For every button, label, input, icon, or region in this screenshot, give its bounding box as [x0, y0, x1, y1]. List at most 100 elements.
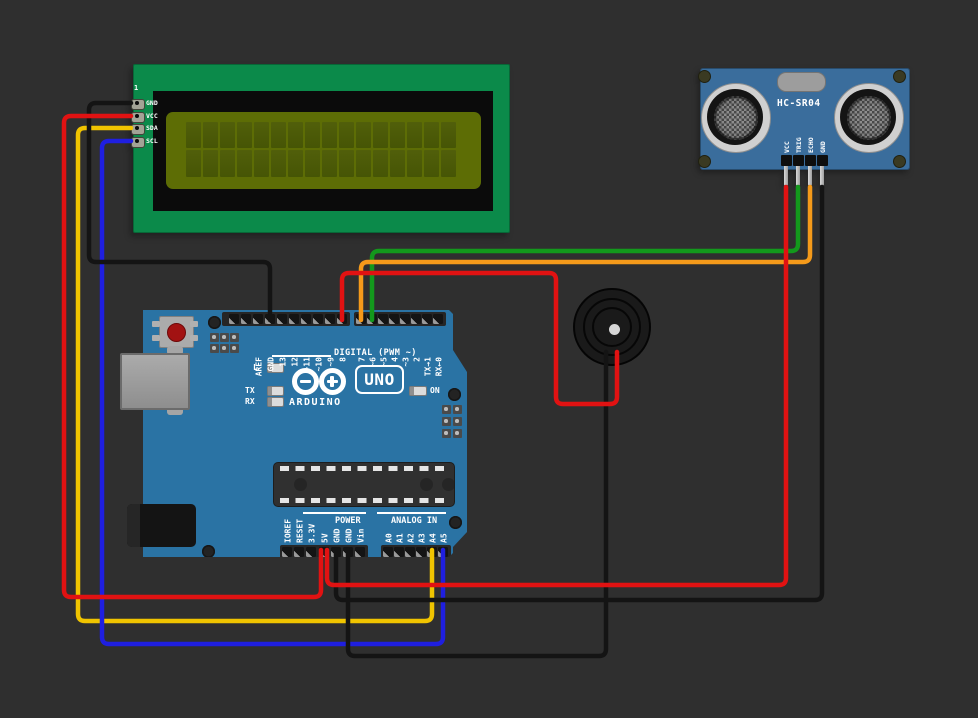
lcd-cell [322, 122, 337, 148]
analog-pin-a3[interactable] [416, 547, 426, 557]
lcd-pin-scl[interactable] [131, 136, 145, 148]
icsp-pin[interactable] [452, 416, 462, 426]
lcd-cell [237, 150, 252, 177]
digital-section-label: DIGITAL (PWM ~) [334, 348, 417, 358]
digital-pin-~6[interactable] [367, 314, 377, 324]
brand-label: ARDUINO [289, 397, 342, 408]
icsp-pin[interactable] [219, 332, 229, 342]
digital-pin-2[interactable] [411, 314, 421, 324]
lcd-pin1-marker: 1 [134, 84, 139, 92]
analog-section-label: ANALOG IN [391, 516, 438, 526]
lcd-cell [441, 150, 456, 177]
digital-pin-12[interactable] [289, 314, 299, 324]
mounting-hole [698, 155, 711, 168]
led-rx-label: RX [245, 397, 255, 406]
digital-pin-~3[interactable] [400, 314, 410, 324]
hcsr04-pin-vcc[interactable] [780, 155, 792, 166]
led-l-label: L [253, 363, 258, 372]
icsp-pin[interactable] [229, 343, 239, 353]
digital-pin-8[interactable] [337, 314, 347, 324]
lcd-cell [254, 122, 269, 148]
power-pin-3.3v-2[interactable] [306, 547, 316, 557]
lcd-cell [339, 150, 354, 177]
power-pin-reset-1[interactable] [294, 547, 304, 557]
atmega-chip[interactable] [273, 462, 455, 507]
analog-pin-a5[interactable] [438, 547, 448, 557]
mounting-hole [893, 155, 906, 168]
icsp-pin[interactable] [452, 428, 462, 438]
power-pin-gnd-5[interactable] [343, 547, 353, 557]
hcsr04-sensor[interactable]: HC-SR04 [698, 68, 910, 186]
lcd-cell [356, 150, 371, 177]
led-on [409, 386, 427, 396]
power-pin-ioref-0[interactable] [282, 547, 292, 557]
analog-pin-a1[interactable] [394, 547, 404, 557]
lcd-cell [288, 122, 303, 148]
ultrasonic-receiver [834, 83, 904, 153]
icsp-pin[interactable] [441, 416, 451, 426]
power-pin-gnd-4[interactable] [331, 547, 341, 557]
lcd-cell [407, 122, 422, 148]
lcd-cell [305, 150, 320, 177]
icsp-pin[interactable] [452, 404, 462, 414]
lcd-pin-label: SCL [146, 136, 158, 145]
icsp-pin[interactable] [441, 428, 451, 438]
lcd-pin-gnd[interactable] [131, 98, 145, 110]
led-on-label: ON [430, 386, 440, 395]
analog-pin-a2[interactable] [405, 547, 415, 557]
lcd-cell [271, 150, 286, 177]
lcd-cell [271, 122, 286, 148]
hcsr04-pin-trig[interactable] [792, 155, 804, 166]
silkscreen-line [272, 355, 331, 357]
power-pin-5v-3[interactable] [319, 547, 329, 557]
power-pin-vin-6[interactable] [355, 547, 365, 557]
analog-pin-a0[interactable] [383, 547, 393, 557]
hcsr04-pin-echo[interactable] [804, 155, 816, 166]
lcd-pin-vcc[interactable] [131, 111, 145, 123]
reset-button-tab [190, 335, 198, 341]
lcd-cell [322, 150, 337, 177]
reset-button-tab [190, 321, 198, 327]
icsp-pin[interactable] [209, 343, 219, 353]
digital-pin-7[interactable] [356, 314, 366, 324]
digital-pin[interactable] [241, 314, 251, 324]
usb-connector [120, 353, 190, 410]
icsp-pin[interactable] [219, 343, 229, 353]
digital-pin-RX←0[interactable] [433, 314, 443, 324]
piezo-buzzer[interactable] [573, 288, 651, 366]
digital-pin-TX→1[interactable] [422, 314, 432, 324]
led-tx [267, 386, 284, 396]
icsp-pin[interactable] [229, 332, 239, 342]
digital-pin[interactable] [229, 314, 239, 324]
hcsr04-pin-leg [784, 166, 788, 186]
mounting-hole [447, 387, 461, 401]
lcd-pin-label: VCC [146, 111, 158, 120]
mounting-hole [698, 70, 711, 83]
lcd-pin-sda[interactable] [131, 123, 145, 135]
lcd-screen [166, 112, 481, 189]
lcd-cell [390, 122, 405, 148]
hcsr04-pin-gnd[interactable] [816, 155, 828, 166]
digital-pin-4[interactable] [389, 314, 399, 324]
digital-pin-~5[interactable] [378, 314, 388, 324]
oscillator-crystal [777, 72, 826, 92]
reset-button-cap[interactable] [166, 322, 186, 342]
digital-pin-9[interactable] [325, 314, 335, 324]
lcd-cell [203, 150, 218, 177]
digital-pin-11[interactable] [301, 314, 311, 324]
led-l [267, 363, 284, 373]
lcd-cell [373, 150, 388, 177]
lcd-cell [441, 122, 456, 148]
analog-pin-a4[interactable] [427, 547, 437, 557]
digital-pin-10[interactable] [313, 314, 323, 324]
lcd-cell [186, 150, 201, 177]
lcd-cell [424, 122, 439, 148]
lcd-pin-label: SDA [146, 123, 158, 132]
digital-pin-AREF[interactable] [253, 314, 263, 324]
digital-pin-13[interactable] [277, 314, 287, 324]
digital-pin-GND[interactable] [265, 314, 275, 324]
icsp-pin[interactable] [209, 332, 219, 342]
icsp-pin[interactable] [441, 404, 451, 414]
